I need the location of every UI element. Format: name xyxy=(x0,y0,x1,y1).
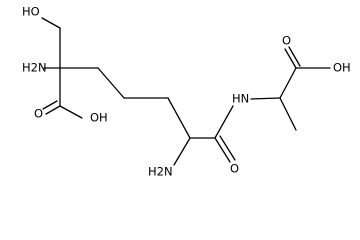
atom-labels: HO H2N O OH HN H2N O O OH xyxy=(22,5,351,179)
bond-co-o-b xyxy=(219,135,236,161)
bond-ca-nh2 xyxy=(173,137,191,166)
bond-cooh2-o-b xyxy=(288,46,301,67)
bond-ch-ch3 xyxy=(279,97,297,131)
bond-chain-2 xyxy=(97,67,125,99)
atom-label-hydroxyl-top: HO xyxy=(22,5,40,19)
chemical-structure-diagram: HO H2N O OH HN H2N O O OH xyxy=(22,5,351,179)
bond-cooh-o-b xyxy=(42,100,58,110)
atom-label-acid-right: OH xyxy=(333,61,351,75)
bond-co-nh xyxy=(214,105,234,139)
atom-label-amide-nh: HN xyxy=(232,92,249,106)
atom-label-amine-bottom: H2N xyxy=(148,165,173,179)
bond-lines xyxy=(41,17,331,166)
bond-cooh2-o-a xyxy=(284,48,297,69)
bond-nh-ch xyxy=(250,97,281,100)
bond-cooh-o-a xyxy=(45,105,61,115)
atom-label-carbonyl-o-right: O xyxy=(282,34,291,48)
bond-chain-4 xyxy=(167,97,191,139)
bond-cooh-oh xyxy=(59,105,83,119)
bond-co-o-a xyxy=(214,137,231,163)
atom-label-carbonyl-o-left: O xyxy=(34,107,43,121)
atom-label-amine-upper-left: H2N xyxy=(22,61,47,75)
atom-label-carbonyl-o-amide: O xyxy=(230,162,239,176)
bond-ch2-oh xyxy=(41,17,61,29)
bond-ch-cooh xyxy=(279,67,297,99)
atom-label-acid-left: OH xyxy=(90,111,108,125)
